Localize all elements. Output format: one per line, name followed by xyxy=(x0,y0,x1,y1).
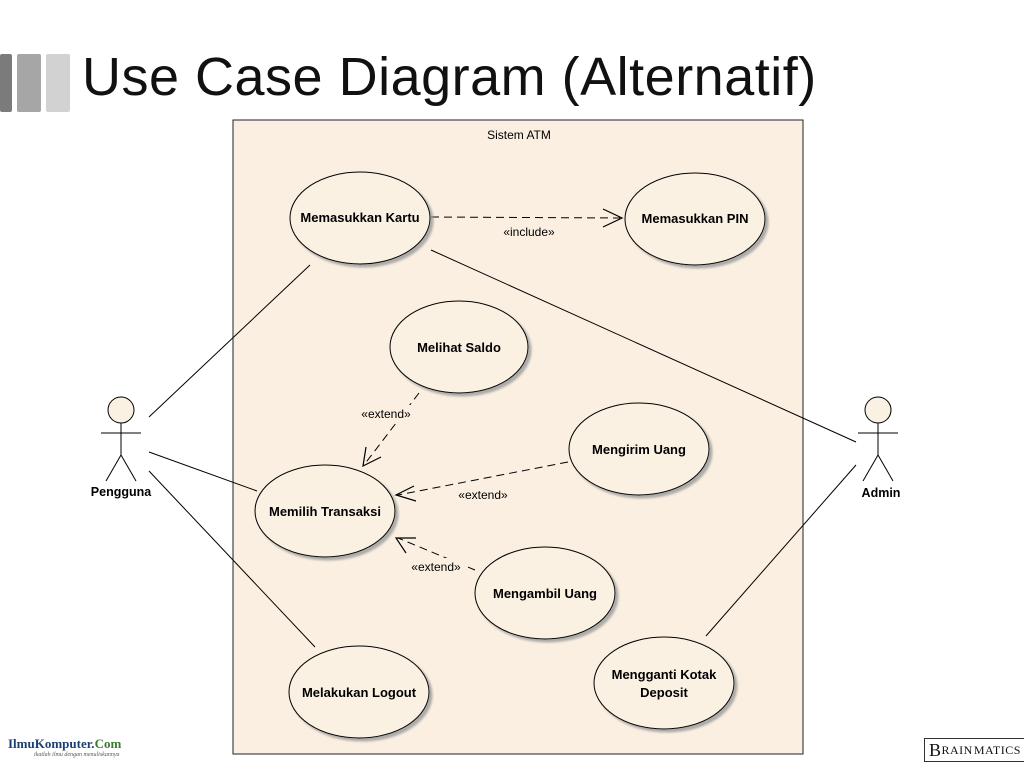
use-case-insert-card[interactable]: Memasukkan Kartu xyxy=(289,171,431,265)
decoration-bar xyxy=(17,54,41,112)
decoration-bar xyxy=(46,54,70,112)
use-case-label: Memasukkan Kartu xyxy=(300,210,419,225)
use-case-label: Memilih Transaksi xyxy=(269,504,381,519)
actor-head xyxy=(107,396,135,424)
use-case-label: Melihat Saldo xyxy=(417,340,501,355)
actor-leg-left xyxy=(105,454,122,482)
use-case-send-money[interactable]: Mengirim Uang xyxy=(568,402,710,496)
extend-withdraw-label: «extend» xyxy=(411,560,461,574)
use-case-select-transaction[interactable]: Memilih Transaksi xyxy=(254,464,396,558)
use-case-label: Mengirim Uang xyxy=(592,442,686,457)
use-case-view-balance[interactable]: Melihat Saldo xyxy=(389,300,529,394)
extend-view-balance-label: «extend» xyxy=(361,407,411,421)
use-case-replace-deposit-box[interactable]: Mengganti Kotak Deposit xyxy=(593,636,735,730)
actor-user-label: Pengguna xyxy=(91,485,152,499)
association-admin-insert-card xyxy=(430,249,857,443)
decoration-bar xyxy=(0,54,12,112)
include-dashed-line xyxy=(430,216,621,219)
logo-suffix: Com xyxy=(94,736,122,751)
logo-text-tail: MATICS xyxy=(973,742,1021,757)
association-user-logout xyxy=(148,470,316,648)
extend-send-money-arrowhead xyxy=(394,485,417,502)
extend-view-balance-arrowhead xyxy=(362,446,382,468)
actor-admin[interactable]: Admin xyxy=(858,396,901,500)
extend-send-money-label: «extend» xyxy=(458,488,508,502)
include-arrowhead xyxy=(602,208,624,228)
extend-send-money-line xyxy=(397,461,569,496)
actor-user[interactable]: Pengguna xyxy=(91,396,152,499)
use-case-label: Melakukan Logout xyxy=(302,685,417,700)
slide-title: Use Case Diagram (Alternatif) xyxy=(82,47,817,107)
use-case-label-line1: Mengganti Kotak xyxy=(612,667,717,682)
ilmukomputer-logo: IlmuKomputer.Com ikatlah ilmu dengan men… xyxy=(8,736,128,762)
actor-leg-right xyxy=(120,454,137,482)
use-case-label: Mengambil Uang xyxy=(493,586,597,601)
association-user-insert-card xyxy=(148,264,311,418)
use-case-logout[interactable]: Melakukan Logout xyxy=(288,645,430,739)
actor-admin-label: Admin xyxy=(862,486,901,500)
include-label: «include» xyxy=(503,225,555,239)
extend-withdraw-arrowhead xyxy=(394,537,416,554)
association-user-select-transaction xyxy=(148,451,258,492)
logo-text: RAIN xyxy=(941,742,973,757)
logo-letter: B xyxy=(929,739,942,760)
logo-text: IlmuKomputer. xyxy=(8,736,95,751)
logo-tagline: ikatlah ilmu dengan menuliskannya xyxy=(34,752,120,758)
use-case-label-line2: Deposit xyxy=(640,685,688,700)
association-admin-replace-deposit xyxy=(705,464,857,637)
actor-leg-right xyxy=(877,454,894,482)
actor-head xyxy=(864,396,892,424)
use-case-label: Memasukkan PIN xyxy=(642,211,749,226)
system-name: Sistem ATM xyxy=(487,128,551,142)
title-decoration-bars xyxy=(0,54,72,112)
use-case-withdraw-money[interactable]: Mengambil Uang xyxy=(474,546,616,640)
use-case-enter-pin[interactable]: Memasukkan PIN xyxy=(624,172,766,266)
actor-leg-left xyxy=(862,454,879,482)
